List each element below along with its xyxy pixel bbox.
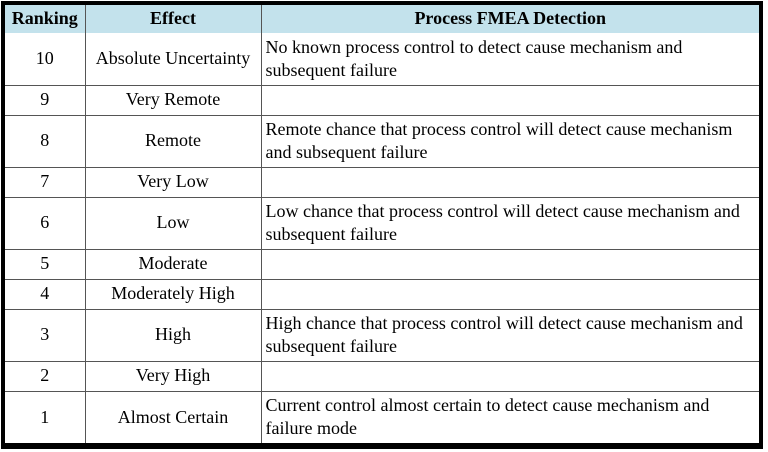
ranking-cell: 9 [5,84,86,116]
ranking-cell: 2 [5,360,86,392]
effect-cell: Moderate [84,248,262,280]
effect-cell: Low [84,196,262,250]
detection-cell: Low chance that process control will det… [260,196,759,250]
detection-cell: No known process control to detect cause… [260,33,759,86]
column-header-detection: Process FMEA Detection [260,5,759,33]
detection-cell [260,360,759,392]
effect-cell: High [84,308,262,362]
table-row: 3 High High chance that process control … [5,308,759,362]
ranking-cell: 3 [5,308,86,362]
effect-cell: Very High [84,360,262,392]
ranking-cell: 6 [5,196,86,250]
effect-cell: Very Remote [84,84,262,116]
table-row: 9 Very Remote [5,84,759,116]
table-row: 6 Low Low chance that process control wi… [5,196,759,250]
ranking-cell: 5 [5,248,86,280]
detection-cell: High chance that process control will de… [260,308,759,362]
column-header-effect: Effect [84,5,262,33]
table-row: 8 Remote Remote chance that process cont… [5,114,759,168]
detection-cell: Remote chance that process control will … [260,114,759,168]
ranking-cell: 1 [5,390,86,443]
table-row: 2 Very High [5,360,759,392]
column-header-ranking: Ranking [5,5,86,33]
table-row: 5 Moderate [5,248,759,280]
ranking-cell: 8 [5,114,86,168]
detection-cell: Current control almost certain to detect… [260,390,759,443]
detection-cell [260,248,759,280]
ranking-cell: 4 [5,278,86,310]
effect-cell: Remote [84,114,262,168]
header-row: Ranking Effect Process FMEA Detection [5,5,759,33]
effect-cell: Absolute Uncertainty [84,33,262,86]
table-row: 4 Moderately High [5,278,759,310]
table-row: 1 Almost Certain Current control almost … [5,390,759,443]
ranking-cell: 7 [5,166,86,198]
effect-cell: Almost Certain [84,390,262,443]
table-row: 10 Absolute Uncertainty No known process… [5,33,759,86]
ranking-cell: 10 [5,33,86,86]
detection-cell [260,84,759,116]
detection-cell [260,278,759,310]
fmea-detection-table: Ranking Effect Process FMEA Detection 10… [5,5,759,443]
table-row: 7 Very Low [5,166,759,198]
effect-cell: Moderately High [84,278,262,310]
effect-cell: Very Low [84,166,262,198]
detection-cell [260,166,759,198]
